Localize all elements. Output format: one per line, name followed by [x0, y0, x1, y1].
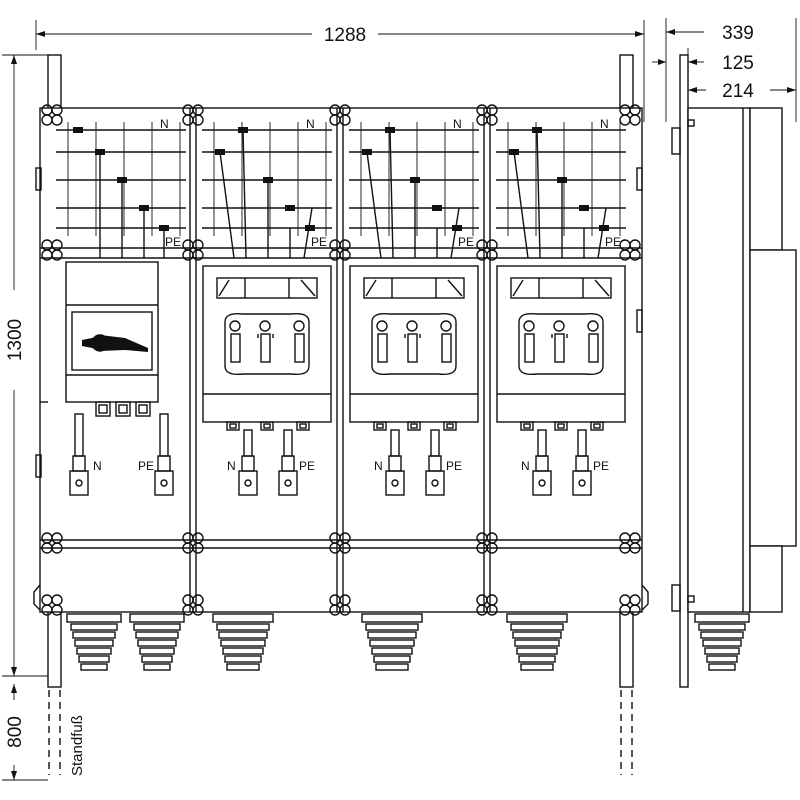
module-pe-label: PE: [299, 459, 315, 473]
stand-label: Standfuß: [69, 715, 86, 776]
corner-screw: [476, 532, 498, 554]
corner-screw: [329, 532, 351, 554]
corner-screw: [476, 104, 498, 126]
corner-screw: [619, 239, 641, 261]
side-view: [671, 54, 797, 688]
corner-screw: [619, 594, 641, 616]
busbar-compartment: N PE: [496, 117, 626, 259]
busbar-compartment: N PE: [349, 117, 479, 259]
corner-screw: [476, 239, 498, 261]
cable-gland: [212, 613, 274, 671]
dim-side-front-label: 125: [722, 53, 754, 74]
cable-glands: [66, 613, 750, 671]
corner-screw: [329, 239, 351, 261]
corner-screw: [182, 532, 204, 554]
fuse-module: N PE: [496, 265, 626, 496]
corner-screw: [619, 532, 641, 554]
corner-screw: [476, 594, 498, 616]
busbar-compartment: N PE: [56, 117, 186, 258]
cable-gland: [361, 613, 423, 671]
corner-screw: [329, 594, 351, 616]
corner-screw: [182, 104, 204, 126]
dim-total-width: 1288: [35, 20, 645, 122]
fuse-module: N PE: [349, 265, 479, 496]
busbar-pe-label: PE: [605, 235, 621, 249]
corner-screw: [329, 104, 351, 126]
corner-screws: [41, 104, 641, 616]
dim-stand-height: 800: [2, 684, 48, 781]
cable-gland: [129, 613, 185, 671]
corner-screw: [182, 239, 204, 261]
busbar-compartment: N PE: [202, 117, 332, 259]
dim-side-depth-label: 339: [722, 23, 754, 44]
dim-side-body: 214: [688, 81, 796, 102]
dim-side-depth: 339: [665, 18, 797, 122]
busbar-pe-label: PE: [165, 235, 181, 249]
module-pe-label: PE: [593, 459, 609, 473]
dim-total-width-label: 1288: [324, 25, 366, 46]
main-terminal-pe-label: PE: [138, 459, 154, 473]
busbar-n-label: N: [600, 117, 609, 131]
fuse-modules: N PE N PE N PE: [202, 265, 626, 496]
fuse-module: N PE: [202, 265, 332, 496]
busbar-pe-label: PE: [311, 235, 327, 249]
cable-gland: [66, 613, 122, 671]
dim-height: 1300: [2, 54, 48, 677]
busbar-n-label: N: [160, 117, 169, 131]
dim-stand-height-label: 800: [5, 716, 26, 748]
cable-gland: [506, 613, 568, 671]
corner-screw: [619, 104, 641, 126]
main-terminals: N PE: [69, 413, 174, 496]
cable-gland: [694, 613, 750, 671]
dim-height-label: 1300: [5, 319, 26, 361]
main-switch: [65, 261, 159, 417]
corner-screw: [41, 532, 63, 554]
busbar-n-label: N: [306, 117, 315, 131]
corner-screw: [41, 104, 63, 126]
dim-side-body-label: 214: [722, 81, 754, 102]
corner-screw: [41, 239, 63, 261]
module-n-label: N: [374, 459, 383, 473]
module-n-label: N: [521, 459, 530, 473]
module-n-label: N: [227, 459, 236, 473]
corner-screw: [182, 594, 204, 616]
busbar-pe-label: PE: [458, 235, 474, 249]
main-terminal-n-label: N: [93, 459, 102, 473]
corner-screw: [41, 594, 63, 616]
busbar-n-label: N: [453, 117, 462, 131]
module-pe-label: PE: [446, 459, 462, 473]
busbar-compartments: N PE N PE N PE N PE: [56, 117, 626, 259]
dim-side-front: 125: [652, 48, 754, 78]
